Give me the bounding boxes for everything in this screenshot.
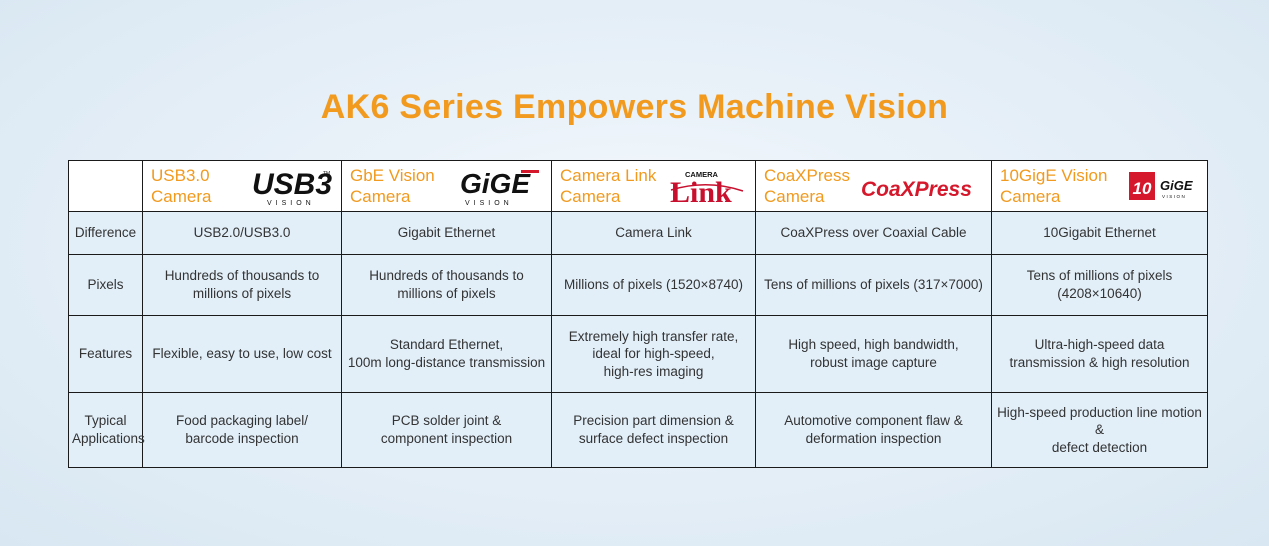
row-label-features: Features bbox=[68, 315, 143, 393]
svg-text:VISION: VISION bbox=[267, 200, 315, 207]
header-coaxpress-camera: CoaXPress Camera CoaXPress bbox=[755, 160, 992, 212]
corner-cell bbox=[68, 160, 143, 212]
row-label-difference: Difference bbox=[68, 211, 143, 255]
table-cell: USB2.0/USB3.0 bbox=[142, 211, 342, 255]
column-name: Camera Link Camera bbox=[560, 165, 657, 206]
gige-vision-logo: GiGE VISION bbox=[460, 168, 539, 207]
table-cell: Camera Link bbox=[551, 211, 756, 255]
comparison-table: USB3.0 Camera USB3 TM VISION GbE Vision … bbox=[68, 160, 1208, 468]
svg-text:VISION: VISION bbox=[1162, 194, 1186, 199]
table-cell: Flexible, easy to use, low cost bbox=[142, 315, 342, 393]
table-cell: Gigabit Ethernet bbox=[341, 211, 552, 255]
usb3-vision-logo: USB3 TM VISION bbox=[252, 168, 332, 207]
table-cell: Automotive component flaw &deformation i… bbox=[755, 392, 992, 468]
svg-text:Link: Link bbox=[670, 176, 732, 207]
column-name: CoaXPress Camera bbox=[764, 165, 850, 206]
header-10gige-vision-camera: 10GigE Vision Camera 10 GiGE VISION bbox=[991, 160, 1208, 212]
svg-text:10: 10 bbox=[1133, 179, 1152, 198]
svg-text:TM: TM bbox=[323, 171, 330, 177]
table-cell: High-speed production line motion &defec… bbox=[991, 392, 1208, 468]
table-cell: PCB solder joint &component inspection bbox=[341, 392, 552, 468]
10gige-vision-logo: 10 GiGE VISION bbox=[1129, 172, 1193, 200]
svg-text:USB3: USB3 bbox=[252, 168, 332, 201]
column-name: 10GigE Vision Camera bbox=[1000, 165, 1108, 206]
table-cell: Standard Ethernet,100m long-distance tra… bbox=[341, 315, 552, 393]
table-row: Difference USB2.0/USB3.0 Gigabit Etherne… bbox=[68, 211, 1208, 255]
table-cell: High speed, high bandwidth,robust image … bbox=[755, 315, 992, 393]
svg-text:GiGE: GiGE bbox=[460, 168, 531, 199]
table-cell: Tens of millions of pixels (317×7000) bbox=[755, 254, 992, 316]
page-title: AK6 Series Empowers Machine Vision bbox=[320, 88, 949, 126]
header-row: USB3.0 Camera USB3 TM VISION GbE Vision … bbox=[68, 160, 1208, 212]
svg-text:CoaXPress: CoaXPress bbox=[861, 178, 972, 201]
svg-text:CAMERA: CAMERA bbox=[685, 170, 718, 179]
svg-text:VISION: VISION bbox=[465, 200, 513, 207]
header-camera-link-camera: Camera Link Camera CAMERA Link bbox=[551, 160, 756, 212]
table-cell: CoaXPress over Coaxial Cable bbox=[755, 211, 992, 255]
table-cell: Food packaging label/barcode inspection bbox=[142, 392, 342, 468]
table-row: Features Flexible, easy to use, low cost… bbox=[68, 315, 1208, 393]
table-cell: Millions of pixels (1520×8740) bbox=[551, 254, 756, 316]
table-cell: Tens of millions of pixels(4208×10640) bbox=[991, 254, 1208, 316]
table-cell: 10Gigabit Ethernet bbox=[991, 211, 1208, 255]
table-cell: Precision part dimension &surface defect… bbox=[551, 392, 756, 468]
svg-text:GiGE: GiGE bbox=[1160, 178, 1193, 193]
camera-link-logo: CAMERA Link bbox=[670, 170, 744, 207]
column-name: USB3.0 Camera bbox=[151, 165, 212, 206]
row-label-pixels: Pixels bbox=[68, 254, 143, 316]
header-usb3-camera: USB3.0 Camera USB3 TM VISION bbox=[142, 160, 342, 212]
column-name: GbE Vision Camera bbox=[350, 165, 435, 206]
header-gbe-vision-camera: GbE Vision Camera GiGE VISION bbox=[341, 160, 552, 212]
table-cell: Extremely high transfer rate,ideal for h… bbox=[551, 315, 756, 393]
coaxpress-logo: CoaXPress bbox=[861, 178, 972, 201]
